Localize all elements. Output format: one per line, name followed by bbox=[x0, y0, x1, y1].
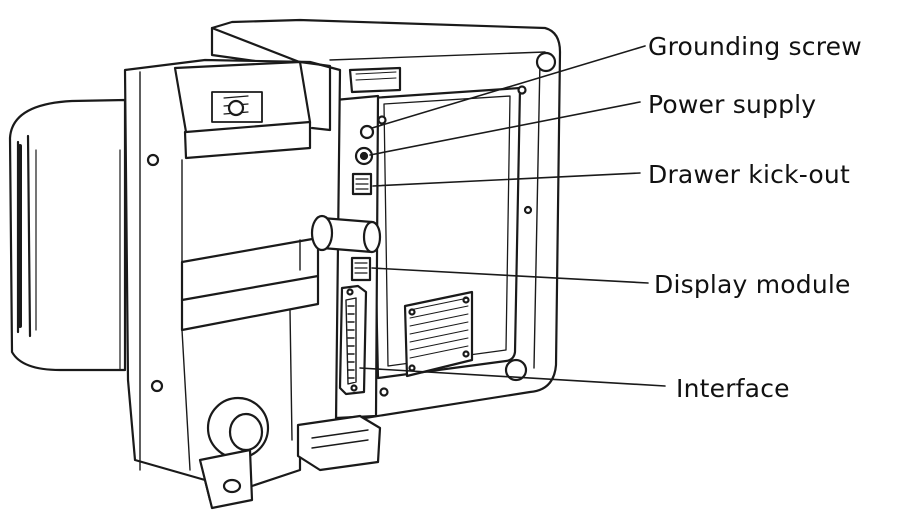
leader-grounding-screw bbox=[371, 45, 646, 129]
label-drawer-kick-out: Drawer kick-out bbox=[648, 160, 850, 189]
label-power-supply: Power supply bbox=[648, 90, 817, 119]
leader-power-supply bbox=[369, 101, 641, 156]
label-grounding-screw: Grounding screw bbox=[648, 32, 862, 61]
leader-interface bbox=[359, 367, 666, 387]
label-interface: Interface bbox=[676, 374, 790, 403]
front-frame bbox=[123, 58, 382, 510]
leader-drawer-kick-out bbox=[372, 172, 641, 187]
back-housing bbox=[210, 18, 562, 422]
connector-column bbox=[333, 94, 380, 420]
paper-roll-cover bbox=[8, 98, 127, 372]
leader-display-module bbox=[371, 267, 649, 284]
leader-lines bbox=[359, 45, 666, 387]
label-display-module: Display module bbox=[654, 270, 851, 299]
